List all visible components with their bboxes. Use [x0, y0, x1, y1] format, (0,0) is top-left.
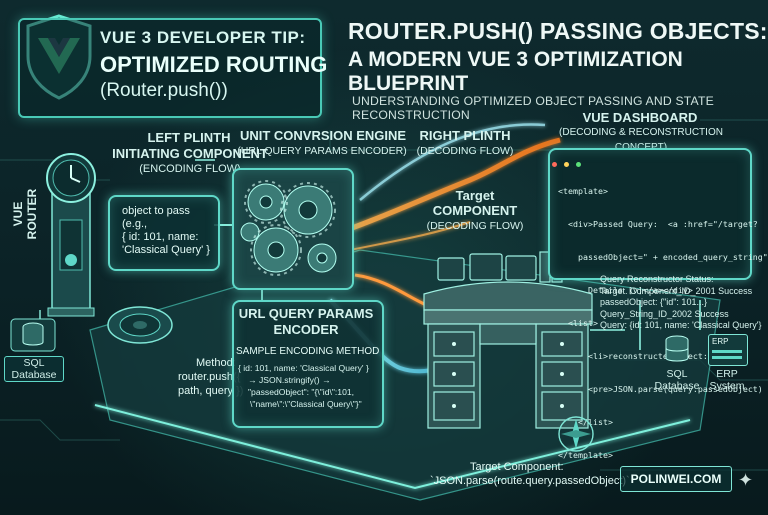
sample-line: \"name\":\"Classical Query\"}" — [250, 399, 362, 409]
erp-label-line: ERP — [716, 368, 738, 380]
desk-icon — [423, 251, 593, 429]
bottom-line: Target Component: — [470, 461, 564, 473]
sparkle-icon: ✦ — [738, 470, 754, 491]
code-line: </list> — [558, 417, 613, 427]
sql-label-line: SQL — [23, 357, 45, 369]
sql-label-line: Database — [11, 369, 57, 381]
erp-label-line: System — [709, 380, 745, 392]
right-plinth-flow: (DECODING FLOW) — [416, 145, 514, 157]
erp-label: ERP System — [700, 368, 754, 392]
sql-label-line: SQL — [666, 368, 688, 380]
right-sql-label: SQL Database — [652, 368, 702, 392]
status-line: Query: {id: 101, name: 'Classical Query'… — [600, 320, 762, 330]
vue-router-label: VUE ROUTER — [11, 188, 39, 240]
object-line: (e.g., — [122, 218, 148, 230]
tip-line-1: VUE 3 DEVELOPER TIP: — [100, 28, 306, 47]
maximize-icon — [576, 162, 582, 167]
main-title-line-2: A MODERN VUE 3 OPTIMIZATION BLUEPRINT — [348, 48, 683, 95]
object-line: 'Classical Query' } — [122, 244, 210, 256]
code-line: <li>reconstructedObject: — [558, 351, 708, 361]
clock-icon — [46, 153, 96, 317]
object-line: { id: 101, name: — [122, 231, 199, 243]
encoding-flow-orange — [351, 137, 561, 231]
database-icon — [665, 335, 689, 362]
sample-line: → JSON.stringify() → — [248, 375, 331, 385]
database-icon — [10, 318, 56, 352]
method-line: path, query }) — [178, 385, 244, 397]
compass-icon — [558, 416, 594, 452]
method-text: Method: router.push({ path, query }) — [178, 356, 243, 398]
object-panel — [108, 195, 220, 271]
bottom-line: `JSON.parse(route.query.passedObject)` — [430, 475, 630, 487]
tip-line-2: OPTIMIZED ROUTING — [100, 52, 328, 77]
code-window — [548, 148, 752, 280]
tip-line-3: (Router.push()) — [100, 80, 228, 101]
dashboard-subtitle: (DECODING & RECONSTRUCTION CONCEPT) — [559, 127, 723, 153]
status-line: Query_String_ID_2002 Success — [600, 308, 729, 319]
code-window-titlebar — [552, 152, 744, 167]
erp-badge: ERP — [712, 337, 729, 346]
sample-line: { id: 101, name: 'Classical Query' } — [238, 363, 369, 373]
status-line: passedObject: {"id": 101...} — [600, 297, 707, 307]
encoder-title-2: ENCODER — [273, 322, 339, 337]
erp-slot — [712, 350, 742, 353]
code-line: <div>Passed Query: <a :href="/target? — [558, 219, 758, 229]
status-line: Target. Component_ID_2001 Success — [600, 285, 753, 296]
subtitle: UNDERSTANDING OPTIMIZED OBJECT PASSING A… — [352, 94, 714, 122]
sample-line: "passedObject": "{\"id\":101, — [248, 387, 355, 397]
status-line: Query Reconstructor Status: — [600, 274, 714, 284]
encoder-panel — [232, 300, 384, 428]
code-line: <pre>JSON.parse(query.passedObject) — [558, 384, 763, 394]
erp-slot — [712, 356, 742, 359]
code-lines: <template> <div>Passed Query: <a :href="… — [558, 164, 768, 483]
target-title-2: COMPONENT — [432, 203, 518, 218]
method-line: router.push({ — [178, 371, 241, 383]
object-line: object to pass — [122, 205, 190, 217]
tip-panel — [18, 18, 322, 118]
left-plinth-flow: (ENCODING FLOW) — [139, 163, 241, 175]
bottom-target-text: Target Component: `JSON.parse(route.quer… — [430, 460, 630, 488]
left-plinth-subtitle: INITIATING COMPONENT — [112, 146, 268, 161]
gear-icon — [107, 306, 173, 344]
code-line: </template> — [558, 450, 613, 460]
engine-title: UNIT CONVRSION ENGINE — [239, 128, 407, 143]
left-plinth-title: LEFT PLINTH — [147, 130, 231, 145]
encoder-title: URL QUERY PARAMS — [238, 306, 374, 321]
engine-subtitle: (URL QUERY PARAMS ENCODER) — [237, 145, 407, 157]
gears-icon — [240, 180, 337, 276]
right-plinth-title: RIGHT PLINTH — [419, 128, 511, 143]
method-line: Method: — [196, 357, 236, 369]
close-icon — [552, 162, 557, 167]
site-link[interactable]: POLINWEI.COM — [620, 466, 732, 492]
main-title-line-1: ROUTER.PUSH() PASSING OBJECTS: — [348, 18, 768, 44]
code-line: <list> — [558, 318, 598, 328]
object-text: object to pass (e.g., { id: 101, name: '… — [122, 205, 210, 257]
sample-lines: { id: 101, name: 'Classical Query' } → J… — [238, 362, 369, 410]
minimize-icon — [564, 162, 570, 167]
sql-label-line: Database — [654, 380, 700, 392]
target-flow: (DECODING FLOW) — [426, 220, 524, 232]
sample-title: SAMPLE ENCODING METHOD — [236, 346, 380, 357]
code-line: Details [v]</a></div> — [558, 285, 693, 295]
left-sql-label: SQL Database — [4, 356, 64, 382]
code-line: passedObject=" + encoded_query_string"> — [558, 252, 768, 262]
target-title: Target — [455, 188, 495, 203]
code-line: <template> — [558, 186, 608, 196]
status-lines: Query Reconstructor Status: Target. Comp… — [600, 274, 762, 332]
dashboard-title: VUE DASHBOARD — [582, 110, 698, 125]
